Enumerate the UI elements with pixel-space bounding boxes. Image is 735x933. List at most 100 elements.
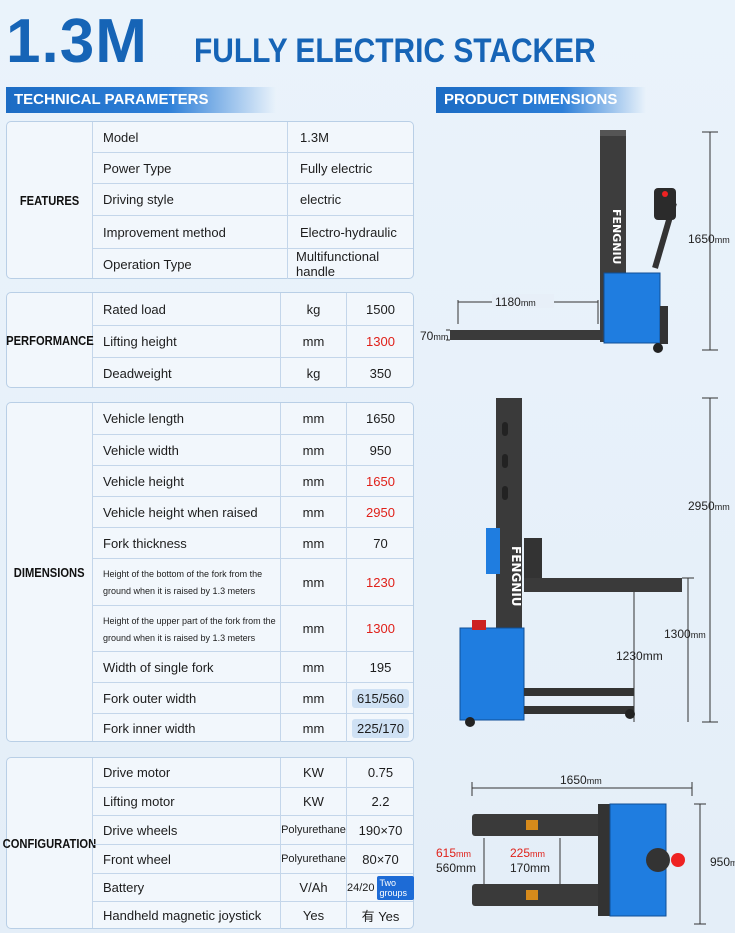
performance-panel: PERFORMANCE Rated load kg 1500 Lifting h… — [6, 292, 414, 388]
row-unit: Yes — [302, 908, 325, 923]
row-value: 24/20 — [347, 881, 375, 894]
table-row: Rated load kg 1500 — [93, 293, 413, 325]
row-label: Improvement method — [103, 224, 226, 240]
row-value: Electro-hydraulic — [300, 224, 397, 240]
row-label: Drive motor — [103, 765, 171, 780]
row-label: Fork inner width — [103, 720, 196, 736]
technical-parameters-header: TECHNICAL PARAMETERS — [6, 87, 276, 113]
top-length-label: 1650mm — [560, 773, 602, 787]
row-value: 2.2 — [371, 794, 390, 809]
outer-width-red-label: 615mm — [436, 846, 471, 860]
configuration-panel: CONFIGURATION Drive motor KW 0.75 Liftin… — [3, 757, 414, 929]
row-unit: KW — [303, 765, 324, 780]
row-value: 195 — [369, 659, 392, 675]
row-value: 70 — [373, 535, 388, 551]
row-unit: mm — [302, 690, 325, 706]
row-value: 1230 — [366, 574, 395, 590]
fork-bottom-label: 1230mm — [616, 649, 663, 663]
table-row: Drive motor KW 0.75 — [93, 758, 413, 787]
side-length-label: 1180mm — [495, 295, 536, 309]
fork-top-label: 1300mm — [664, 627, 706, 641]
brand-label: FENGNIU — [610, 209, 623, 265]
row-label: Fork thickness — [103, 535, 187, 551]
row-label: Power Type — [103, 160, 172, 176]
handle-head — [654, 188, 676, 220]
row-value: 80×70 — [362, 851, 399, 867]
row-value: electric — [300, 192, 342, 207]
fork-carriage — [598, 804, 612, 916]
table-row: Height of the bottom of the fork from th… — [93, 558, 413, 605]
row-unit: Polyurethane — [281, 853, 346, 865]
table-row: Fork outer width mm 615/560 — [93, 682, 413, 713]
row-label: Height of the bottom of the fork from th… — [103, 569, 263, 596]
table-row: Driving style electric — [93, 183, 413, 215]
table-row: Vehicle length mm 1650 — [93, 403, 413, 434]
table-row: Fork inner width mm 225/170 — [93, 713, 413, 742]
table-row: Lifting height mm 1300 — [93, 325, 413, 357]
row-label: Operation Type — [103, 256, 192, 272]
title-row: 1.3M FULLY ELECTRIC STACKER — [6, 6, 726, 76]
features-group-label: FEATURES — [7, 122, 93, 278]
row-value: 190×70 — [358, 822, 403, 838]
row-label: Deadweight — [103, 365, 172, 381]
row-label: Handheld magnetic joystick — [103, 908, 262, 923]
row-label: Height of the upper part of the fork fro… — [103, 616, 276, 643]
row-label: Lifting motor — [103, 794, 175, 809]
row-value: 2950 — [366, 504, 395, 520]
table-row: Deadweight kg 350 — [93, 357, 413, 388]
raised-height-label: 2950mm — [688, 499, 730, 513]
dimensions-group-label: DIMENSIONS — [7, 403, 93, 741]
row-label: Rated load — [103, 301, 166, 317]
row-value-cell: 615/560 — [347, 683, 414, 713]
table-row: Handheld magnetic joystick Yes 有 Yes — [93, 901, 413, 929]
row-label: Vehicle length — [103, 411, 184, 426]
table-row: Improvement method Electro-hydraulic — [93, 215, 413, 248]
table-row: Vehicle height mm 1650 — [93, 465, 413, 496]
row-unit: mm — [302, 473, 325, 489]
inner-width-red-label: 225mm — [510, 846, 545, 860]
table-row: Operation Type Multifunctional handle — [93, 248, 413, 279]
row-value: Fully electric — [300, 160, 373, 176]
row-unit: mm — [302, 442, 325, 458]
row-label: Vehicle height — [103, 473, 184, 489]
row-unit: mm — [302, 411, 325, 426]
fork — [450, 330, 602, 340]
row-label: Front wheel — [103, 851, 171, 867]
row-label: Lifting height — [103, 334, 177, 349]
row-value: 615/560 — [352, 688, 409, 708]
battery-tag: Two groups — [376, 875, 414, 900]
product-title: FULLY ELECTRIC STACKER — [194, 32, 596, 70]
battery-body — [603, 272, 661, 344]
performance-group-label: PERFORMANCE — [6, 293, 93, 387]
row-unit: mm — [302, 621, 325, 636]
raised-view-diagram: 2950mm 1300mm 1230mm FENGNIU — [459, 397, 730, 727]
side-view-diagram: 1650mm FENGNIU 1180mm 70mm — [420, 130, 730, 353]
row-label: Vehicle width — [103, 442, 179, 458]
product-dimensions-header: PRODUCT DIMENSIONS — [436, 87, 646, 113]
row-label: Battery — [103, 880, 145, 895]
top-width-label: 950mm — [710, 855, 735, 869]
row-unit: mm — [302, 334, 325, 349]
row-label: Model — [103, 129, 139, 145]
row-unit: mm — [302, 535, 325, 551]
table-row: Power Type Fully electric — [93, 152, 413, 183]
row-unit: mm — [302, 504, 325, 520]
inner-width-label: 170mm — [510, 861, 550, 875]
row-value: 1500 — [366, 301, 395, 317]
row-label: Vehicle height when raised — [103, 504, 258, 520]
outer-width-label: 560mm — [436, 861, 476, 875]
row-unit: Polyurethane — [281, 824, 346, 836]
row-value: 0.75 — [367, 765, 394, 780]
row-unit: KW — [303, 794, 324, 809]
row-unit: mm — [302, 574, 325, 590]
table-row: Front wheel Polyurethane 80×70 — [93, 844, 413, 873]
row-value: Multifunctional handle — [296, 249, 380, 279]
row-label: Driving style — [103, 192, 174, 207]
table-row: Fork thickness mm 70 — [93, 527, 413, 558]
row-value: 1300 — [366, 621, 395, 636]
row-value: 有 Yes — [361, 909, 400, 924]
table-row: Width of single fork mm 195 — [93, 651, 413, 682]
dimensions-panel: DIMENSIONS Vehicle length mm 1650 Vehicl… — [6, 402, 414, 742]
